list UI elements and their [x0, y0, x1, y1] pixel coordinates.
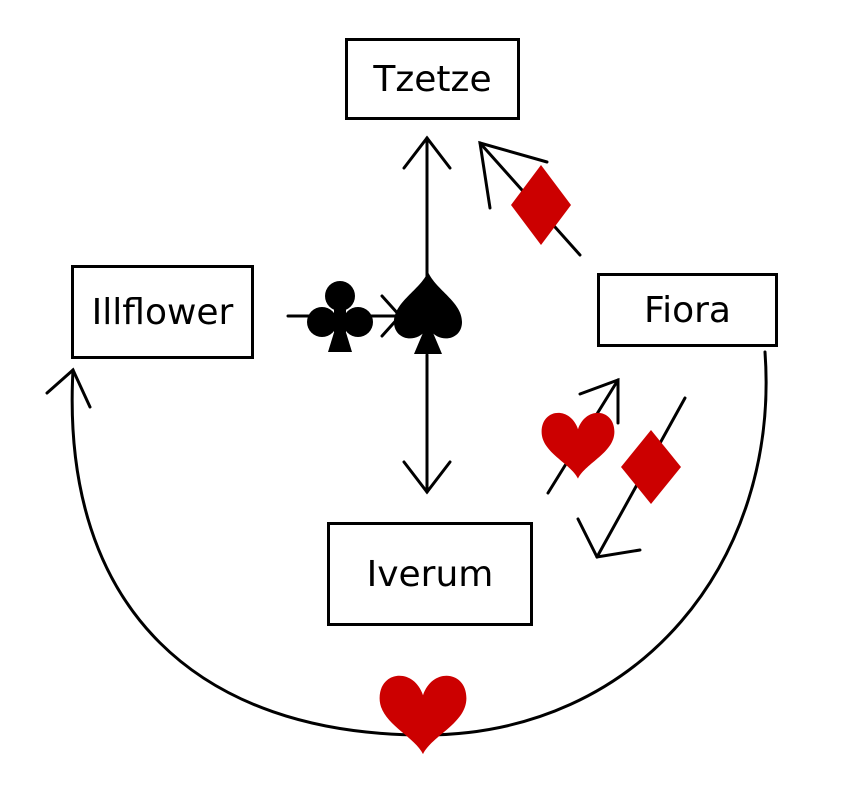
club-icon [307, 281, 373, 352]
node-illflower-label: Illflower [91, 291, 234, 333]
node-iverum: Iverum [327, 522, 533, 626]
heart-icon [379, 675, 467, 755]
heart-icon [541, 412, 615, 479]
diamond-icon [511, 165, 571, 245]
node-tzetze-label: Tzetze [373, 58, 492, 100]
node-illflower: Illflower [71, 265, 254, 359]
diamond-icon [621, 430, 681, 504]
node-tzetze: Tzetze [345, 38, 520, 120]
spade-icon [394, 272, 462, 354]
node-fiora-label: Fiora [644, 289, 731, 331]
node-fiora: Fiora [597, 273, 778, 347]
node-iverum-label: Iverum [366, 553, 494, 595]
tzetze-iverum-arrow [402, 135, 452, 495]
